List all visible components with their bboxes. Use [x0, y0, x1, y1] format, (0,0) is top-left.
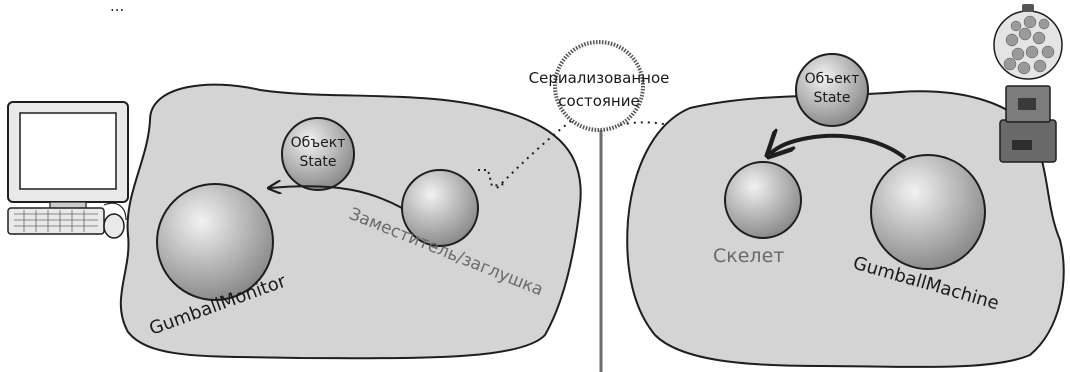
computer-icon — [8, 102, 128, 238]
server-state-object-label-1: Объект — [805, 71, 860, 87]
client-state-object-label-1: Объект — [291, 135, 346, 151]
client-state-object-label-2: State — [299, 154, 336, 170]
server-heap-blob — [627, 91, 1064, 367]
skeleton-sphere — [725, 162, 801, 238]
gumball-machine-icon — [994, 4, 1062, 162]
serialized-state-label-1: Сериализованное — [529, 69, 670, 87]
skeleton-label: Скелет — [713, 245, 784, 267]
gumball-machine-sphere — [871, 155, 985, 269]
server-state-object-label-2: State — [813, 90, 850, 106]
header-fragment: ... — [110, 0, 124, 15]
serialized-state-label-2: состояние — [558, 92, 639, 110]
